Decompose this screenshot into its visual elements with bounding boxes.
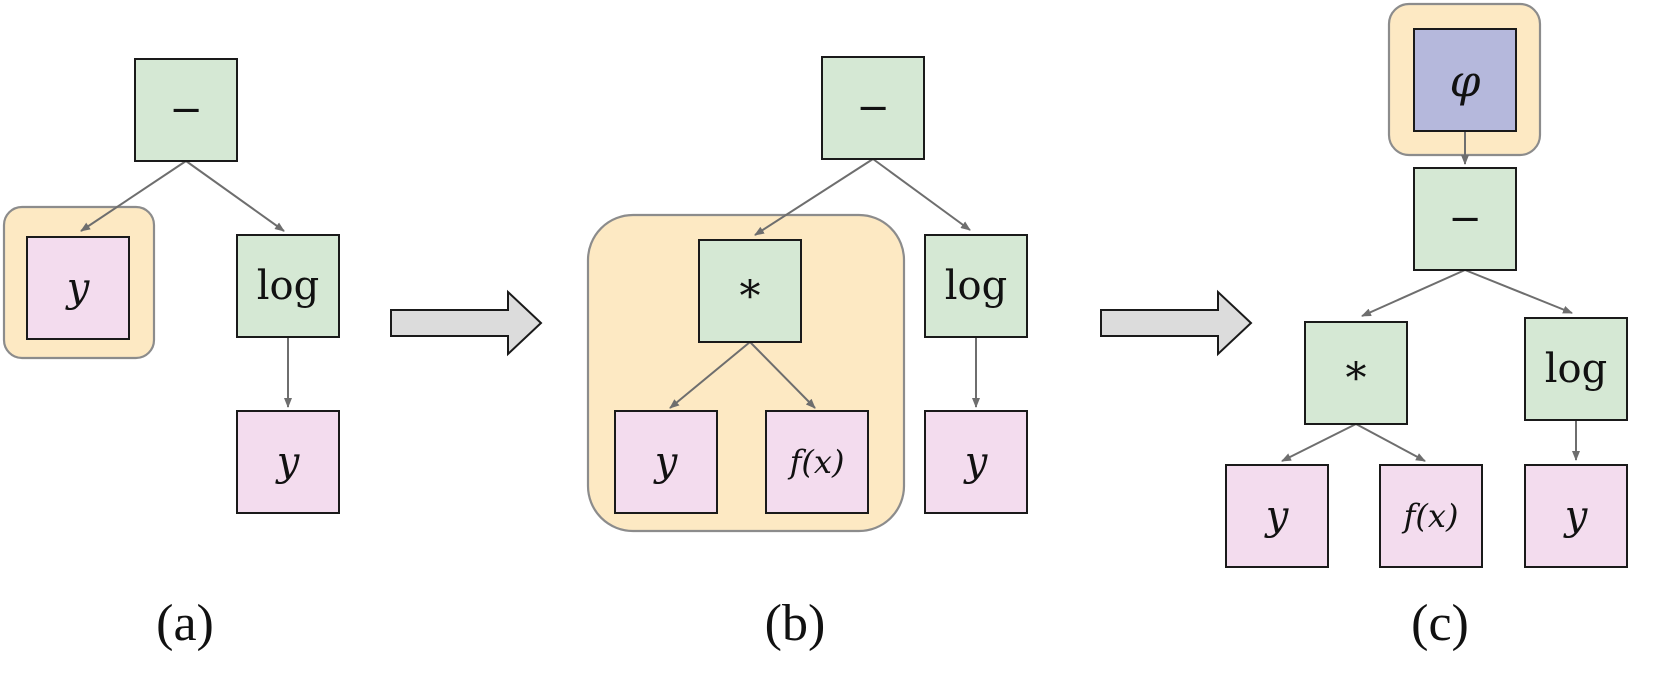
node-c-log-child: y xyxy=(1524,464,1628,568)
edge-c-mul-right xyxy=(1355,423,1426,462)
panel-c: φ − * y f(x) log y (c) xyxy=(1225,2,1628,652)
node-b-mul-left-label: y xyxy=(653,439,679,485)
node-c-mul-left: y xyxy=(1225,464,1329,568)
node-c-mul-right-label: f(x) xyxy=(1402,497,1459,535)
node-a-root-label: − xyxy=(169,87,203,133)
node-c-phi: φ xyxy=(1413,28,1517,132)
node-b-mul: * xyxy=(698,239,802,343)
node-a-root: − xyxy=(134,58,238,162)
caption-a: (a) xyxy=(156,595,214,652)
node-c-log: log xyxy=(1524,317,1628,421)
node-a-leaf-left-label: y xyxy=(65,265,91,311)
edge-b-root-mul xyxy=(754,158,874,236)
edge-b-mul-left xyxy=(669,341,751,409)
caption-c: (c) xyxy=(1411,595,1469,652)
panel-b: − * y f(x) log y (b) xyxy=(586,56,1028,652)
node-a-leaf-left: y xyxy=(26,236,130,340)
edge-c-mul-left xyxy=(1281,423,1357,462)
edge-b-root-log xyxy=(872,158,971,231)
edge-a-root-log xyxy=(185,160,285,232)
node-a-log-child-label: y xyxy=(275,439,301,485)
edge-a-root-left xyxy=(80,160,187,232)
node-a-log: log xyxy=(236,234,340,338)
node-b-root: − xyxy=(821,56,925,160)
node-b-log-label: log xyxy=(945,263,1007,309)
node-c-mul-right: f(x) xyxy=(1379,464,1483,568)
node-a-log-label: log xyxy=(257,263,319,309)
edge-b-mul-right xyxy=(749,341,816,409)
node-a-log-child: y xyxy=(236,410,340,514)
transform-arrow-1 xyxy=(390,289,543,357)
panel-a: − y log y (a) xyxy=(2,58,340,652)
node-c-root-label: − xyxy=(1448,196,1482,242)
node-c-phi-label: φ xyxy=(1450,57,1481,108)
node-c-mul-label: * xyxy=(1346,354,1367,403)
node-b-log-child-label: y xyxy=(963,439,989,485)
node-b-mul-right: f(x) xyxy=(765,410,869,514)
node-b-mul-left: y xyxy=(614,410,718,514)
node-c-log-label: log xyxy=(1545,346,1607,392)
transform-arrow-2 xyxy=(1100,289,1253,357)
node-b-log: log xyxy=(924,234,1028,338)
node-c-root: − xyxy=(1413,167,1517,271)
node-c-log-child-label: y xyxy=(1563,493,1589,539)
caption-b: (b) xyxy=(765,595,826,652)
node-c-mul-left-label: y xyxy=(1264,493,1290,539)
node-b-root-label: − xyxy=(856,85,890,131)
node-b-mul-label: * xyxy=(740,272,761,321)
node-b-log-child: y xyxy=(924,410,1028,514)
edge-c-root-mul xyxy=(1361,269,1466,317)
node-b-mul-right-label: f(x) xyxy=(788,443,845,481)
node-c-mul: * xyxy=(1304,321,1408,425)
edge-c-root-log xyxy=(1464,269,1573,314)
